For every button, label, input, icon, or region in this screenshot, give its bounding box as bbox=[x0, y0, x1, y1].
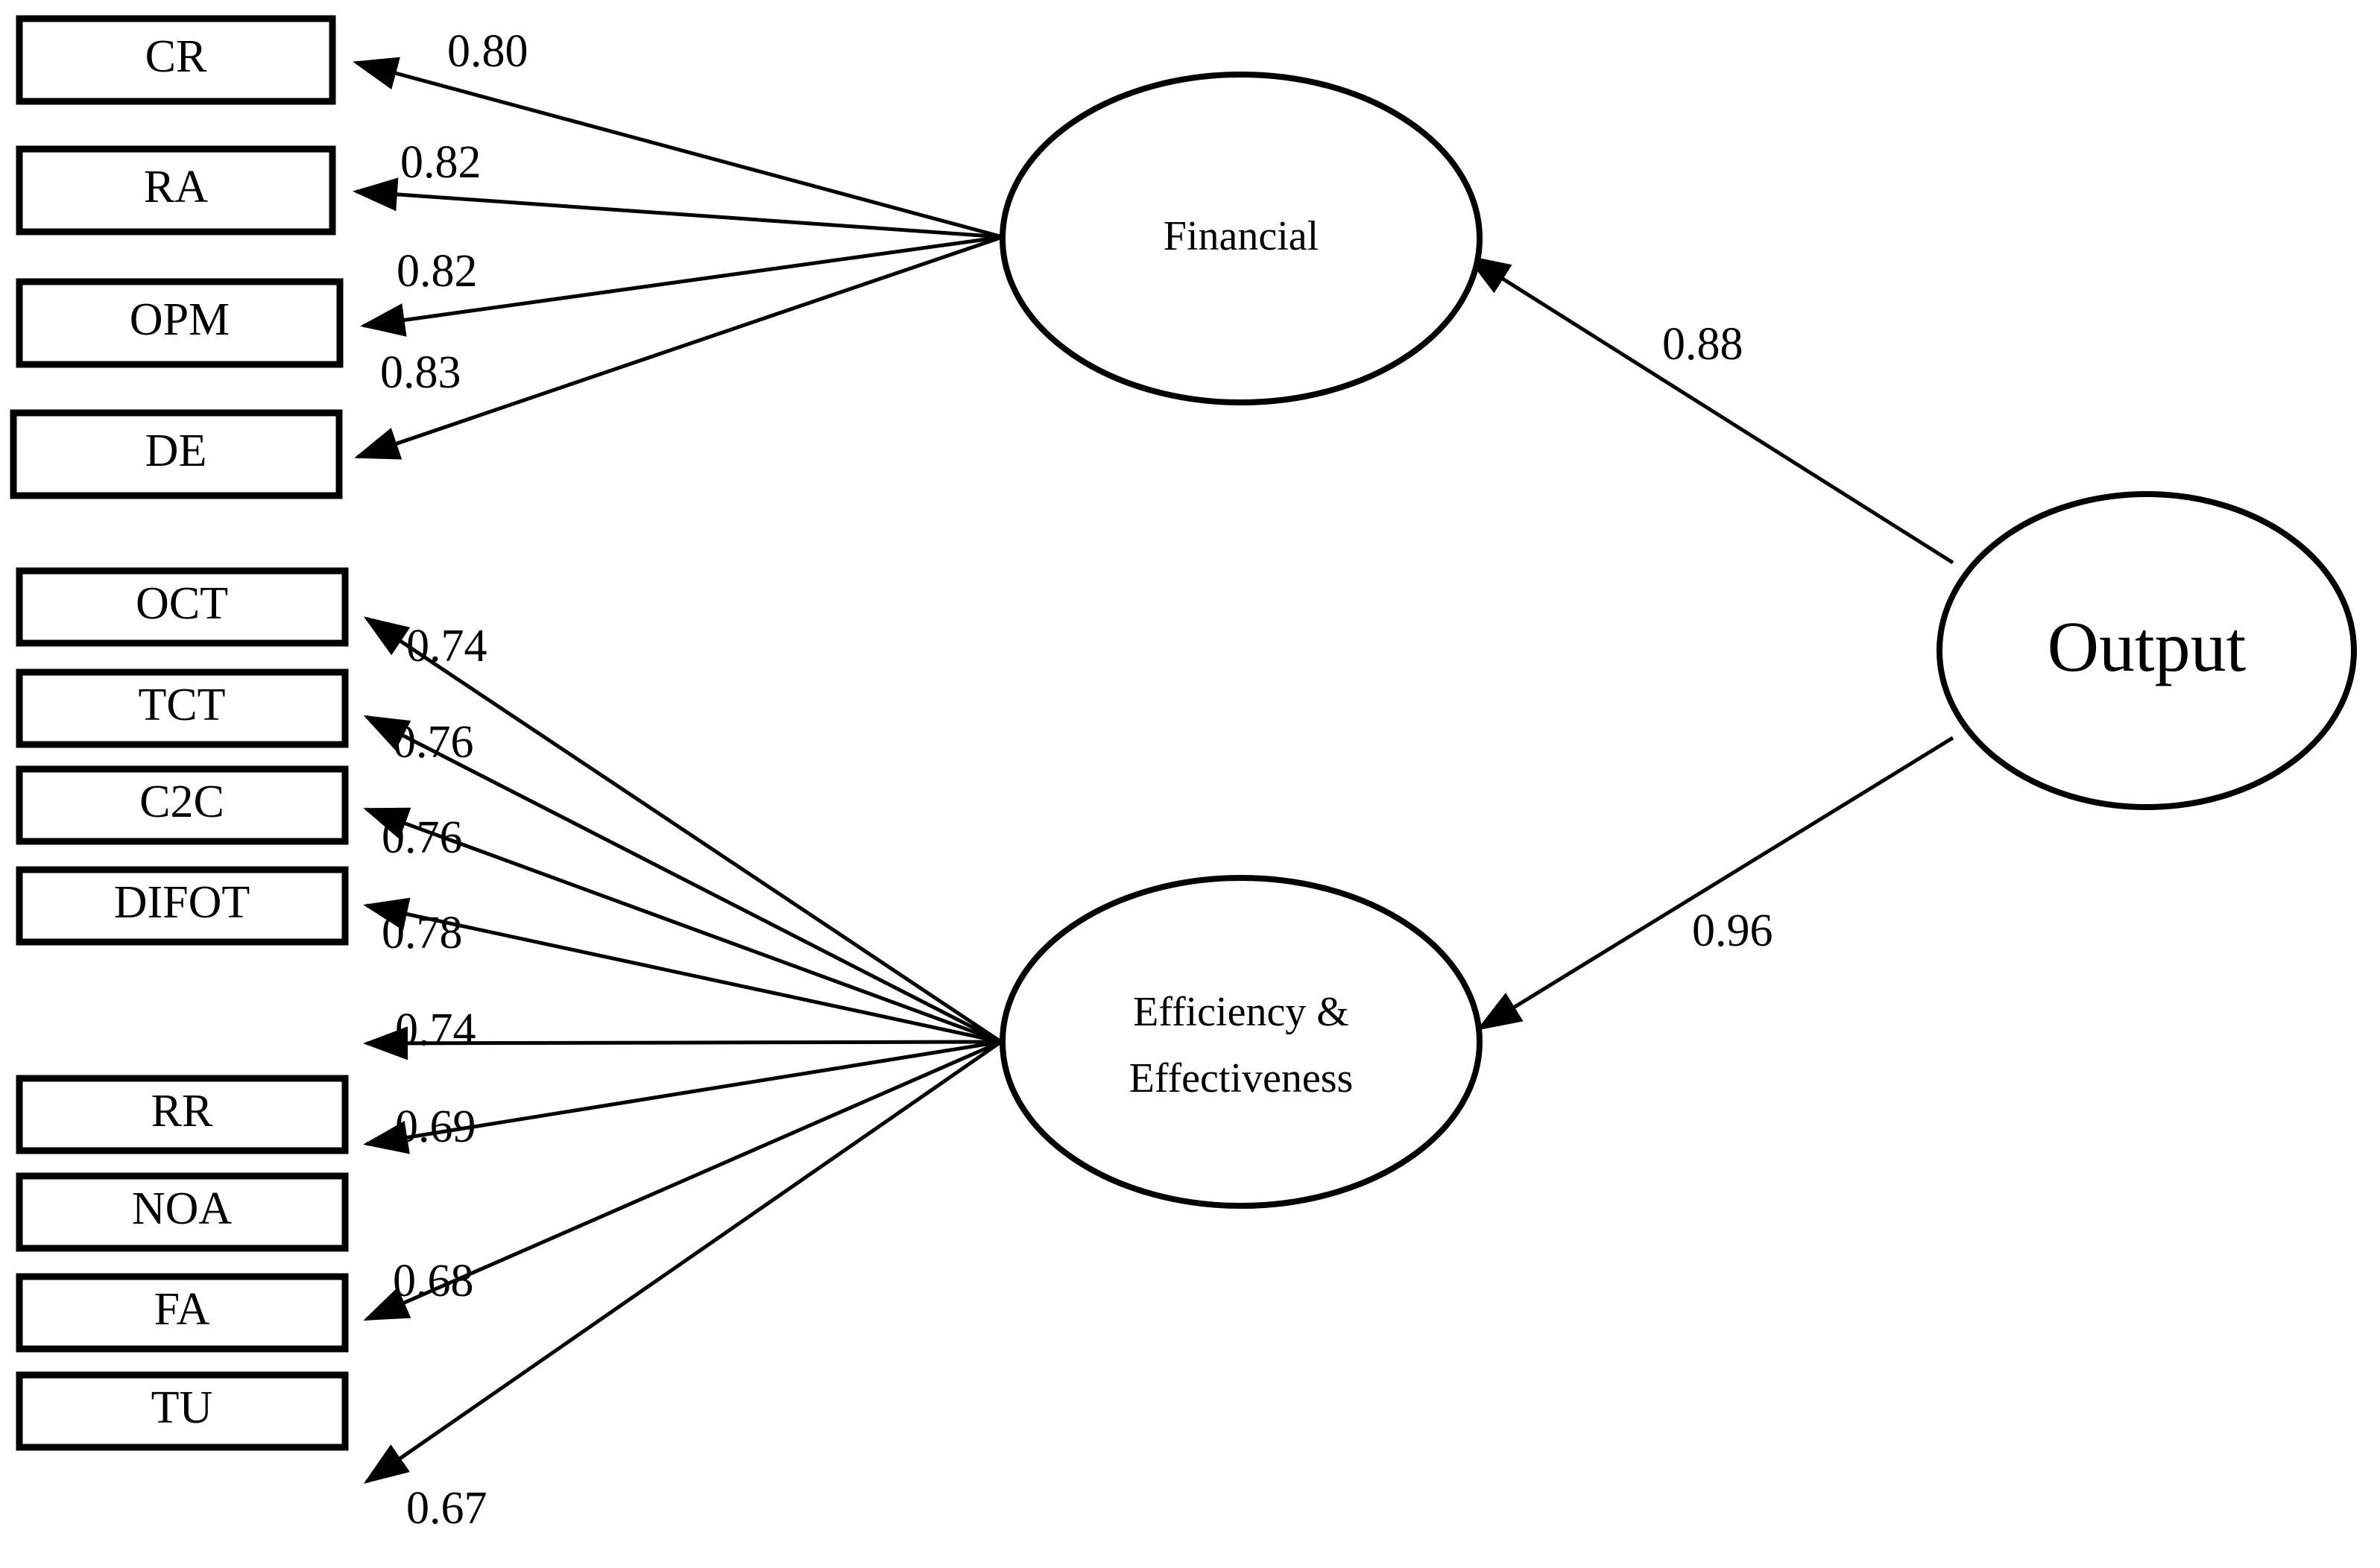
indicator-box-c2c[interactable]: C2C bbox=[16, 765, 349, 845]
coef-label-efficiency-output: 0.96 bbox=[1692, 905, 1773, 956]
loading-arrow-oct bbox=[363, 616, 1003, 1044]
coef-label-tct: 0.76 bbox=[393, 717, 474, 768]
indicator-box-fa[interactable]: FA bbox=[16, 1273, 349, 1353]
loading-arrow-tu bbox=[363, 1040, 1003, 1484]
loading-arrow-difot bbox=[363, 897, 1002, 1044]
loading-arrow-rr bbox=[363, 1026, 1002, 1060]
latent-output[interactable]: Output bbox=[1936, 491, 2357, 810]
box-rect-ra bbox=[16, 145, 336, 235]
efficiency-indicator-boxes: OCT TCT C2C DIFOT RR NOA bbox=[16, 567, 349, 1451]
loading-coefficient-labels: 0.80 0.82 0.82 0.83 0.74 0.76 0.76 0.78 … bbox=[380, 26, 528, 1534]
coef-label-cr: 0.80 bbox=[447, 26, 528, 77]
indicator-box-cr[interactable]: CR bbox=[16, 15, 336, 105]
latent-label-efficiency-line1: Efficiency & bbox=[1133, 989, 1349, 1035]
indicator-label-ra: RA bbox=[144, 162, 208, 212]
loading-arrow-tct bbox=[363, 715, 1003, 1044]
latent-ellipse-efficiency bbox=[1000, 875, 1483, 1209]
latent-ellipse-output bbox=[1936, 491, 2357, 810]
indicator-box-tct[interactable]: TCT bbox=[16, 668, 349, 748]
box-rect-oct bbox=[16, 567, 349, 647]
indicator-label-cr: CR bbox=[145, 31, 207, 82]
structural-arrow-output-to-efficiency bbox=[1476, 736, 1954, 1031]
loading-arrow-ra bbox=[353, 177, 1003, 239]
coef-label-fa: 0.68 bbox=[393, 1256, 474, 1306]
indicator-box-opm[interactable]: OPM bbox=[16, 278, 344, 368]
loading-arrow-noa bbox=[363, 1040, 1002, 1154]
box-rect-tu bbox=[16, 1371, 349, 1451]
indicator-label-opm: OPM bbox=[130, 294, 230, 345]
latent-label-financial: Financial bbox=[1164, 213, 1319, 259]
coef-label-tu: 0.67 bbox=[406, 1483, 487, 1534]
structural-coefficient-labels: 0.88 0.96 bbox=[1662, 319, 1773, 956]
coef-label-de: 0.83 bbox=[380, 347, 461, 398]
indicator-label-noa: NOA bbox=[132, 1183, 233, 1234]
loading-arrow-cr bbox=[353, 57, 1003, 239]
coef-label-ra: 0.82 bbox=[400, 137, 482, 188]
box-rect-opm bbox=[16, 278, 344, 368]
box-rect-c2c bbox=[16, 765, 349, 845]
box-rect-rr bbox=[16, 1075, 349, 1154]
loading-arrow-opm bbox=[360, 235, 1003, 337]
latent-label-output: Output bbox=[2048, 607, 2247, 686]
box-rect-noa bbox=[16, 1172, 349, 1252]
structural-arrow-output-to-financial bbox=[1465, 255, 1954, 565]
indicator-label-de: DE bbox=[145, 426, 207, 476]
indicator-label-rr: RR bbox=[151, 1086, 213, 1137]
box-rect-cr bbox=[16, 15, 336, 105]
financial-indicator-boxes: CR RA OPM DE bbox=[10, 15, 344, 499]
indicator-label-tct: TCT bbox=[138, 680, 225, 730]
box-rect-tct bbox=[16, 668, 349, 748]
loading-arrow-fa bbox=[363, 1040, 1003, 1321]
indicator-label-fa: FA bbox=[154, 1284, 210, 1335]
indicator-box-rr[interactable]: RR bbox=[16, 1075, 349, 1154]
coef-label-rr: 0.74 bbox=[395, 1005, 476, 1055]
coef-label-noa: 0.69 bbox=[395, 1101, 476, 1152]
box-rect-de bbox=[10, 409, 343, 499]
indicator-label-difot: DIFOT bbox=[114, 877, 250, 928]
indicator-box-ra[interactable]: RA bbox=[16, 145, 336, 235]
loading-arrow-de bbox=[354, 235, 1003, 460]
indicator-box-difot[interactable]: DIFOT bbox=[16, 866, 349, 946]
indicator-label-c2c: C2C bbox=[139, 777, 224, 827]
latent-efficiency[interactable]: Efficiency & Effectiveness bbox=[1000, 875, 1483, 1209]
loading-arrow-c2c bbox=[363, 807, 1002, 1044]
indicator-box-tu[interactable]: TU bbox=[16, 1371, 349, 1451]
coef-label-c2c: 0.76 bbox=[382, 812, 463, 863]
indicator-label-tu: TU bbox=[151, 1382, 213, 1433]
indicator-box-noa[interactable]: NOA bbox=[16, 1172, 349, 1252]
indicator-label-oct: OCT bbox=[136, 578, 228, 629]
box-rect-fa bbox=[16, 1273, 349, 1353]
latent-label-efficiency-line2: Effectiveness bbox=[1129, 1055, 1354, 1101]
box-rect-difot bbox=[16, 866, 349, 946]
efficiency-loading-arrows bbox=[363, 616, 1003, 1484]
latent-ellipse-financial bbox=[1000, 72, 1483, 405]
indicator-box-de[interactable]: DE bbox=[10, 409, 343, 499]
coef-label-oct: 0.74 bbox=[406, 621, 487, 671]
coef-label-difot: 0.78 bbox=[382, 908, 463, 958]
structural-path-arrows bbox=[1465, 255, 1954, 1031]
coef-label-financial-output: 0.88 bbox=[1662, 319, 1743, 370]
coef-label-opm: 0.82 bbox=[397, 246, 478, 297]
latent-financial[interactable]: Financial bbox=[1000, 72, 1483, 405]
indicator-box-oct[interactable]: OCT bbox=[16, 567, 349, 647]
financial-loading-arrows bbox=[353, 57, 1003, 460]
